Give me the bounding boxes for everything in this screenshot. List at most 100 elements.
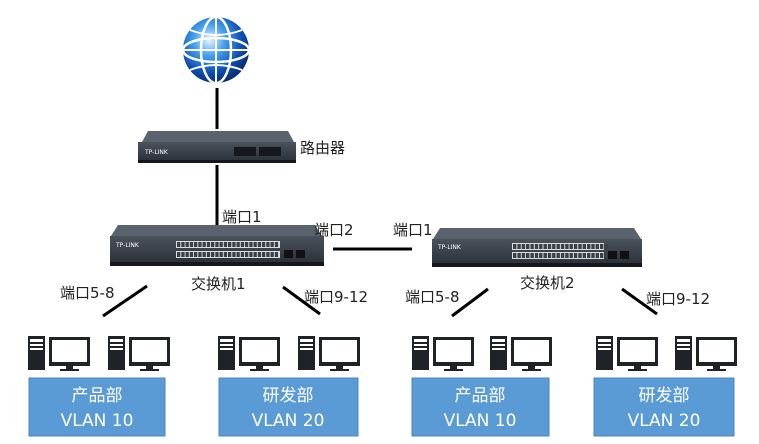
port-cell xyxy=(211,242,215,247)
port-cell xyxy=(240,252,245,257)
vlan-id: VLAN 10 xyxy=(61,411,134,431)
computer-icon xyxy=(596,336,658,371)
vlan-dept: 研发部 xyxy=(639,386,690,406)
port-cell xyxy=(249,252,253,257)
port-cell xyxy=(600,244,604,249)
port-cell xyxy=(198,242,202,247)
port-cell xyxy=(189,252,194,257)
port-cell xyxy=(573,244,578,249)
port-cell xyxy=(223,242,228,247)
vlan-box-4: 研发部 VLAN 20 xyxy=(593,377,735,437)
port-cell xyxy=(552,253,556,258)
switch2-uplink-port: 端口1 xyxy=(393,221,433,239)
switch2-right-ports: 端口9-12 xyxy=(646,290,710,308)
vlan-box-1: 产品部 VLAN 10 xyxy=(28,377,166,437)
port-cell xyxy=(194,242,198,247)
port-cell xyxy=(249,242,253,247)
switch-2: TP-LINK 端口1 交换机2 端口5-8 端口9-12 xyxy=(393,221,710,308)
port-cell xyxy=(177,242,181,247)
port-cell xyxy=(521,253,526,258)
port-cell xyxy=(189,242,194,247)
port-cell xyxy=(573,253,578,258)
port-cell xyxy=(219,252,223,257)
router-icon: TP-LINK 路由器 xyxy=(138,131,345,163)
port-cell xyxy=(526,253,530,258)
vlan-id: VLAN 20 xyxy=(628,411,701,431)
computer-icon xyxy=(298,336,360,371)
port-cell xyxy=(257,252,262,257)
port-cell xyxy=(181,242,185,247)
vlan-id: VLAN 10 xyxy=(444,411,517,431)
port-cell xyxy=(185,252,189,257)
port-cell xyxy=(526,244,530,249)
port-cell xyxy=(270,252,274,257)
port-cell xyxy=(604,253,608,258)
port-cell xyxy=(534,253,539,258)
port-cell xyxy=(595,244,599,249)
port-cell xyxy=(582,244,586,249)
port-cell xyxy=(262,252,266,257)
port-cell xyxy=(547,253,552,258)
port-cell xyxy=(194,252,198,257)
port-cell xyxy=(582,253,586,258)
port-cell xyxy=(595,253,599,258)
port-cell xyxy=(560,244,565,249)
port-cell xyxy=(185,242,189,247)
port-cell xyxy=(556,253,560,258)
port-cell xyxy=(236,252,240,257)
switch1-brand: TP-LINK xyxy=(115,242,140,249)
switch2-right-link xyxy=(621,287,658,316)
switch2-left-link xyxy=(451,287,489,318)
switch2-left-ports: 端口5-8 xyxy=(405,288,460,306)
port-cell xyxy=(202,252,206,257)
port-cell xyxy=(245,252,249,257)
computer-icon xyxy=(490,336,552,371)
port-cell xyxy=(266,242,270,247)
port-cell xyxy=(232,252,236,257)
switch-1: TP-LINK 端口1 端口2 交换机1 端口5-8 端口9-12 xyxy=(60,208,368,306)
port-cell xyxy=(556,244,560,249)
switch1-ports xyxy=(176,241,280,258)
vlan-dept: 产品部 xyxy=(455,386,506,406)
port-cell xyxy=(228,252,232,257)
computers xyxy=(28,336,737,371)
port-cell xyxy=(177,252,181,257)
vlan-id: VLAN 20 xyxy=(252,411,325,431)
port-cell xyxy=(517,244,521,249)
switch-icon: TP-LINK xyxy=(110,225,324,266)
port-cell xyxy=(232,242,236,247)
port-cell xyxy=(530,244,534,249)
port-cell xyxy=(228,242,232,247)
computer-icon xyxy=(675,336,737,371)
port-cell xyxy=(206,242,211,247)
vlan-box-2: 研发部 VLAN 20 xyxy=(218,377,359,437)
port-cell xyxy=(604,244,608,249)
globe-icon xyxy=(181,15,251,85)
router-label: 路由器 xyxy=(300,139,345,157)
port-cell xyxy=(245,242,249,247)
port-cell xyxy=(530,253,534,258)
port-cell xyxy=(211,252,215,257)
port-cell xyxy=(513,244,517,249)
computer-icon xyxy=(28,336,90,371)
port-cell xyxy=(521,244,526,249)
port-cell xyxy=(198,252,202,257)
vlan-dept: 研发部 xyxy=(263,386,314,406)
port-cell xyxy=(565,244,569,249)
port-cell xyxy=(223,252,228,257)
switch1-right-ports: 端口9-12 xyxy=(304,288,368,306)
vlan-dept: 产品部 xyxy=(72,386,123,406)
switch2-label: 交换机2 xyxy=(520,274,575,292)
port-cell xyxy=(215,252,219,257)
port-cell xyxy=(274,252,279,257)
port-cell xyxy=(257,242,262,247)
port-cell xyxy=(547,244,552,249)
port-cell xyxy=(181,252,185,257)
switch1-right-link xyxy=(282,285,321,316)
port-cell xyxy=(206,252,211,257)
port-cell xyxy=(552,244,556,249)
switch1-label: 交换机1 xyxy=(191,275,246,293)
port-cell xyxy=(262,242,266,247)
port-cell xyxy=(591,253,595,258)
